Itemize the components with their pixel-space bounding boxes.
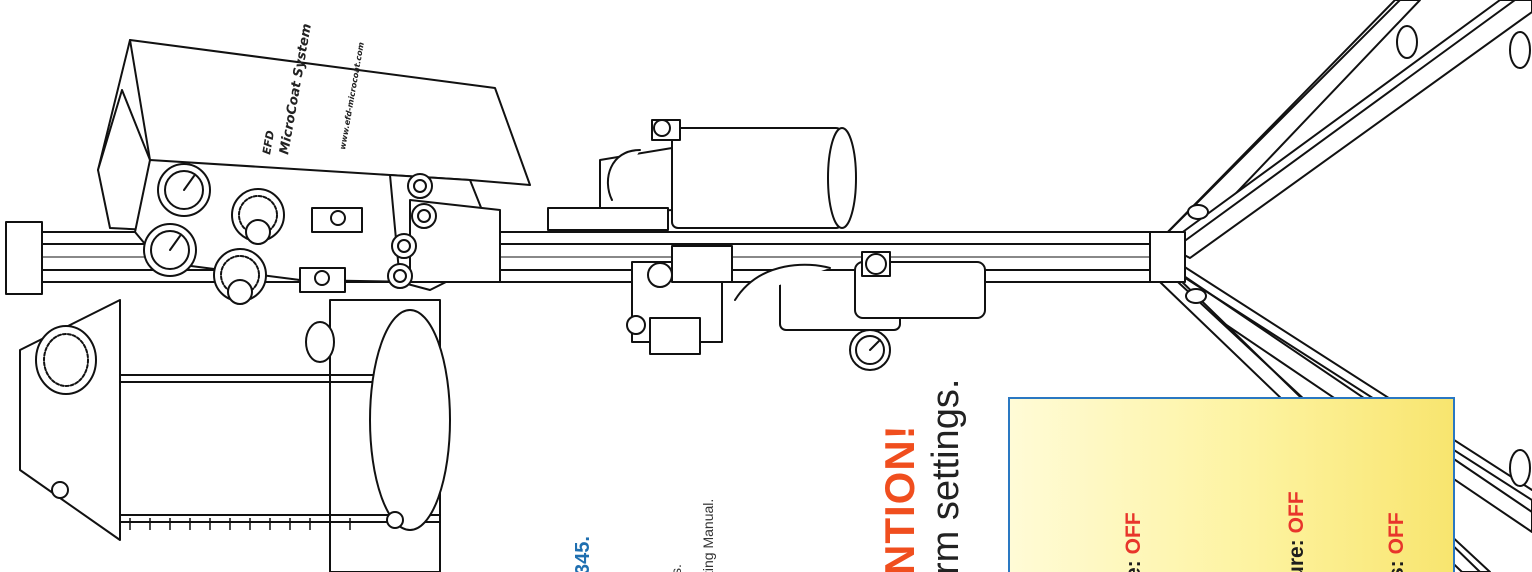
setting-label: s: — [1385, 560, 1408, 572]
reel-frame — [19, 299, 451, 572]
logo-text: EFD — [260, 129, 277, 155]
setting-value: OFF — [1285, 491, 1308, 534]
attention-heading: NTION! — [876, 424, 923, 572]
setting-row: ure: OFF — [1285, 491, 1309, 572]
setting-value: OFF — [1122, 512, 1145, 555]
toggle-switch-icon — [299, 207, 363, 293]
regulator-knob-icon — [213, 173, 437, 305]
pressure-tank — [547, 119, 857, 231]
setting-label: ure: — [1285, 539, 1308, 572]
instruction-fragment-1: s. — [668, 564, 684, 572]
instruction-fragment-2: ting Manual. — [700, 498, 716, 572]
part-number: 345. — [572, 536, 594, 572]
scale-ticks — [129, 518, 351, 530]
setting-label: e: — [1122, 560, 1145, 572]
setting-row: s: OFF — [1385, 512, 1409, 572]
solenoid-valve-icon — [626, 245, 733, 355]
attention-subline: rm settings. — [925, 378, 967, 572]
filter-regulator — [734, 251, 986, 331]
setting-value: OFF — [1385, 512, 1408, 555]
pressure-gauge-icon — [849, 329, 891, 371]
pressure-gauge-icon — [143, 163, 211, 277]
warning-box: e: OFF ure: OFF s: OFF — [1008, 397, 1455, 572]
setting-row: e: OFF — [1122, 512, 1146, 572]
